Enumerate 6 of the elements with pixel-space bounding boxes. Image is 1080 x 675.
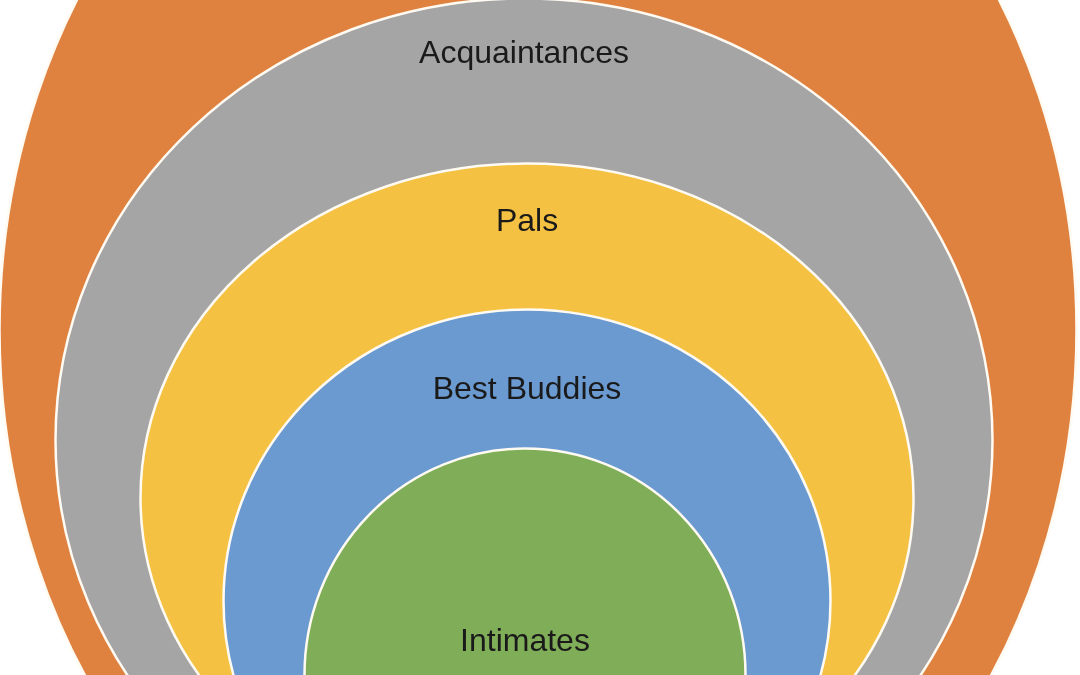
ring-label: Best Buddies xyxy=(432,369,622,407)
ring-band xyxy=(139,162,915,675)
ring-label: Acquaintances xyxy=(419,33,629,71)
ring-label: Intimates xyxy=(460,621,590,659)
ring-label: Pals xyxy=(495,201,559,239)
ring-band xyxy=(222,308,832,675)
